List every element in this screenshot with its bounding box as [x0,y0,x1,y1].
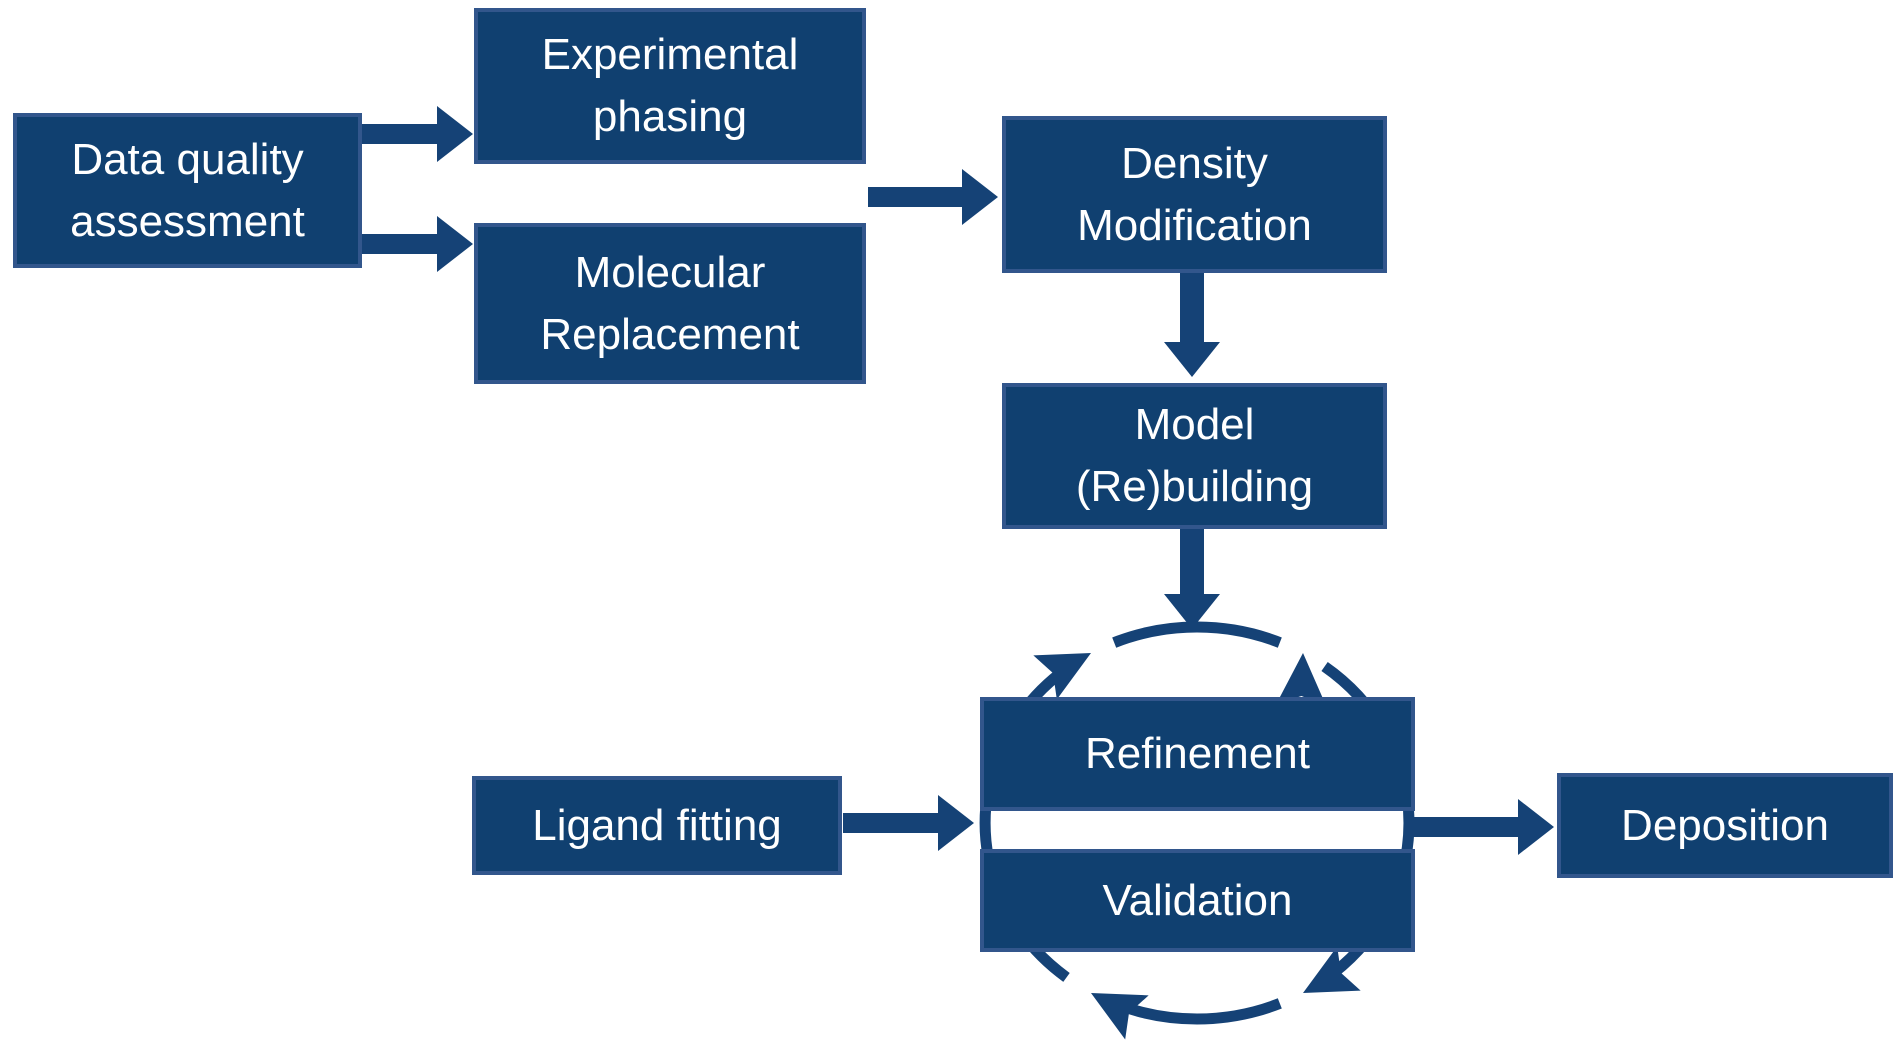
box-label-line: Validation [1102,875,1293,925]
arrow-shaft [1180,529,1204,594]
cycle-arrowhead-bottom-right-icon [1303,946,1361,993]
arrow-model-rebuilding-to-cycle [1164,529,1220,629]
box-label-line: Refinement [1084,729,1310,778]
box-experimental-phasing: Experimental phasing [474,8,866,164]
arrow-shaft [1180,273,1204,342]
arrowhead-icon [1164,594,1220,629]
arrow-density-modification-to-model-rebuilding [1164,273,1220,377]
box-label-line: Molecular [574,247,766,297]
arrow-shaft [362,234,437,254]
arrow-data-quality-to-experimental-phasing [362,106,473,162]
cycle-arc-bottom [1112,998,1282,1025]
arrowhead-icon [1518,799,1554,855]
box-label-line: (Re)building [1075,462,1314,511]
box-label-line: Model [1134,400,1255,449]
arrow-ligand-fitting-to-cycle [843,795,974,851]
cycle-arrowhead-bottom-left-icon [1091,993,1149,1040]
box-label-line: Density [1121,138,1268,188]
box-validation: Validation [980,849,1415,952]
arrowhead-icon [938,795,974,851]
arrow-shaft [843,813,938,833]
box-molecular-replacement: Molecular Replacement [474,223,866,384]
arrow-cycle-to-deposition [1411,799,1554,855]
cycle-arrowhead-top-right-icon [1276,653,1327,706]
box-label-line: Ligand fitting [532,800,782,850]
arrowhead-icon [437,106,473,162]
arrow-shaft [362,124,437,144]
arrow-shaft [1411,817,1518,837]
box-data-quality-assessment: Data quality assessment [13,113,362,268]
box-label-line: Experimental [541,30,799,79]
box-ligand-fitting: Ligand fitting [472,776,842,875]
box-label-line: Replacement [540,309,800,359]
box-refinement: Refinement [980,697,1415,811]
cycle-arc-top [1112,621,1282,648]
arrow-data-quality-to-molecular-replacement [362,216,473,272]
box-model-rebuilding: Model (Re)building [1002,383,1387,529]
refinement-validation-cycle [979,621,1415,1040]
box-label-line: assessment [70,196,305,246]
box-label-line: Deposition [1621,800,1829,850]
arrow-phasing-to-density-modification [868,169,998,225]
box-density-modification: Density Modification [1002,116,1387,273]
arrowhead-icon [962,169,998,225]
arrow-shaft [868,187,962,207]
box-label-line: Modification [1077,200,1312,250]
cycle-arrowhead-top-left-icon [1033,653,1091,700]
arrowhead-icon [437,216,473,272]
arrowhead-icon [1164,342,1220,377]
box-label-line: phasing [592,92,748,141]
box-label-line: Data quality [71,134,304,184]
box-deposition: Deposition [1557,773,1893,878]
